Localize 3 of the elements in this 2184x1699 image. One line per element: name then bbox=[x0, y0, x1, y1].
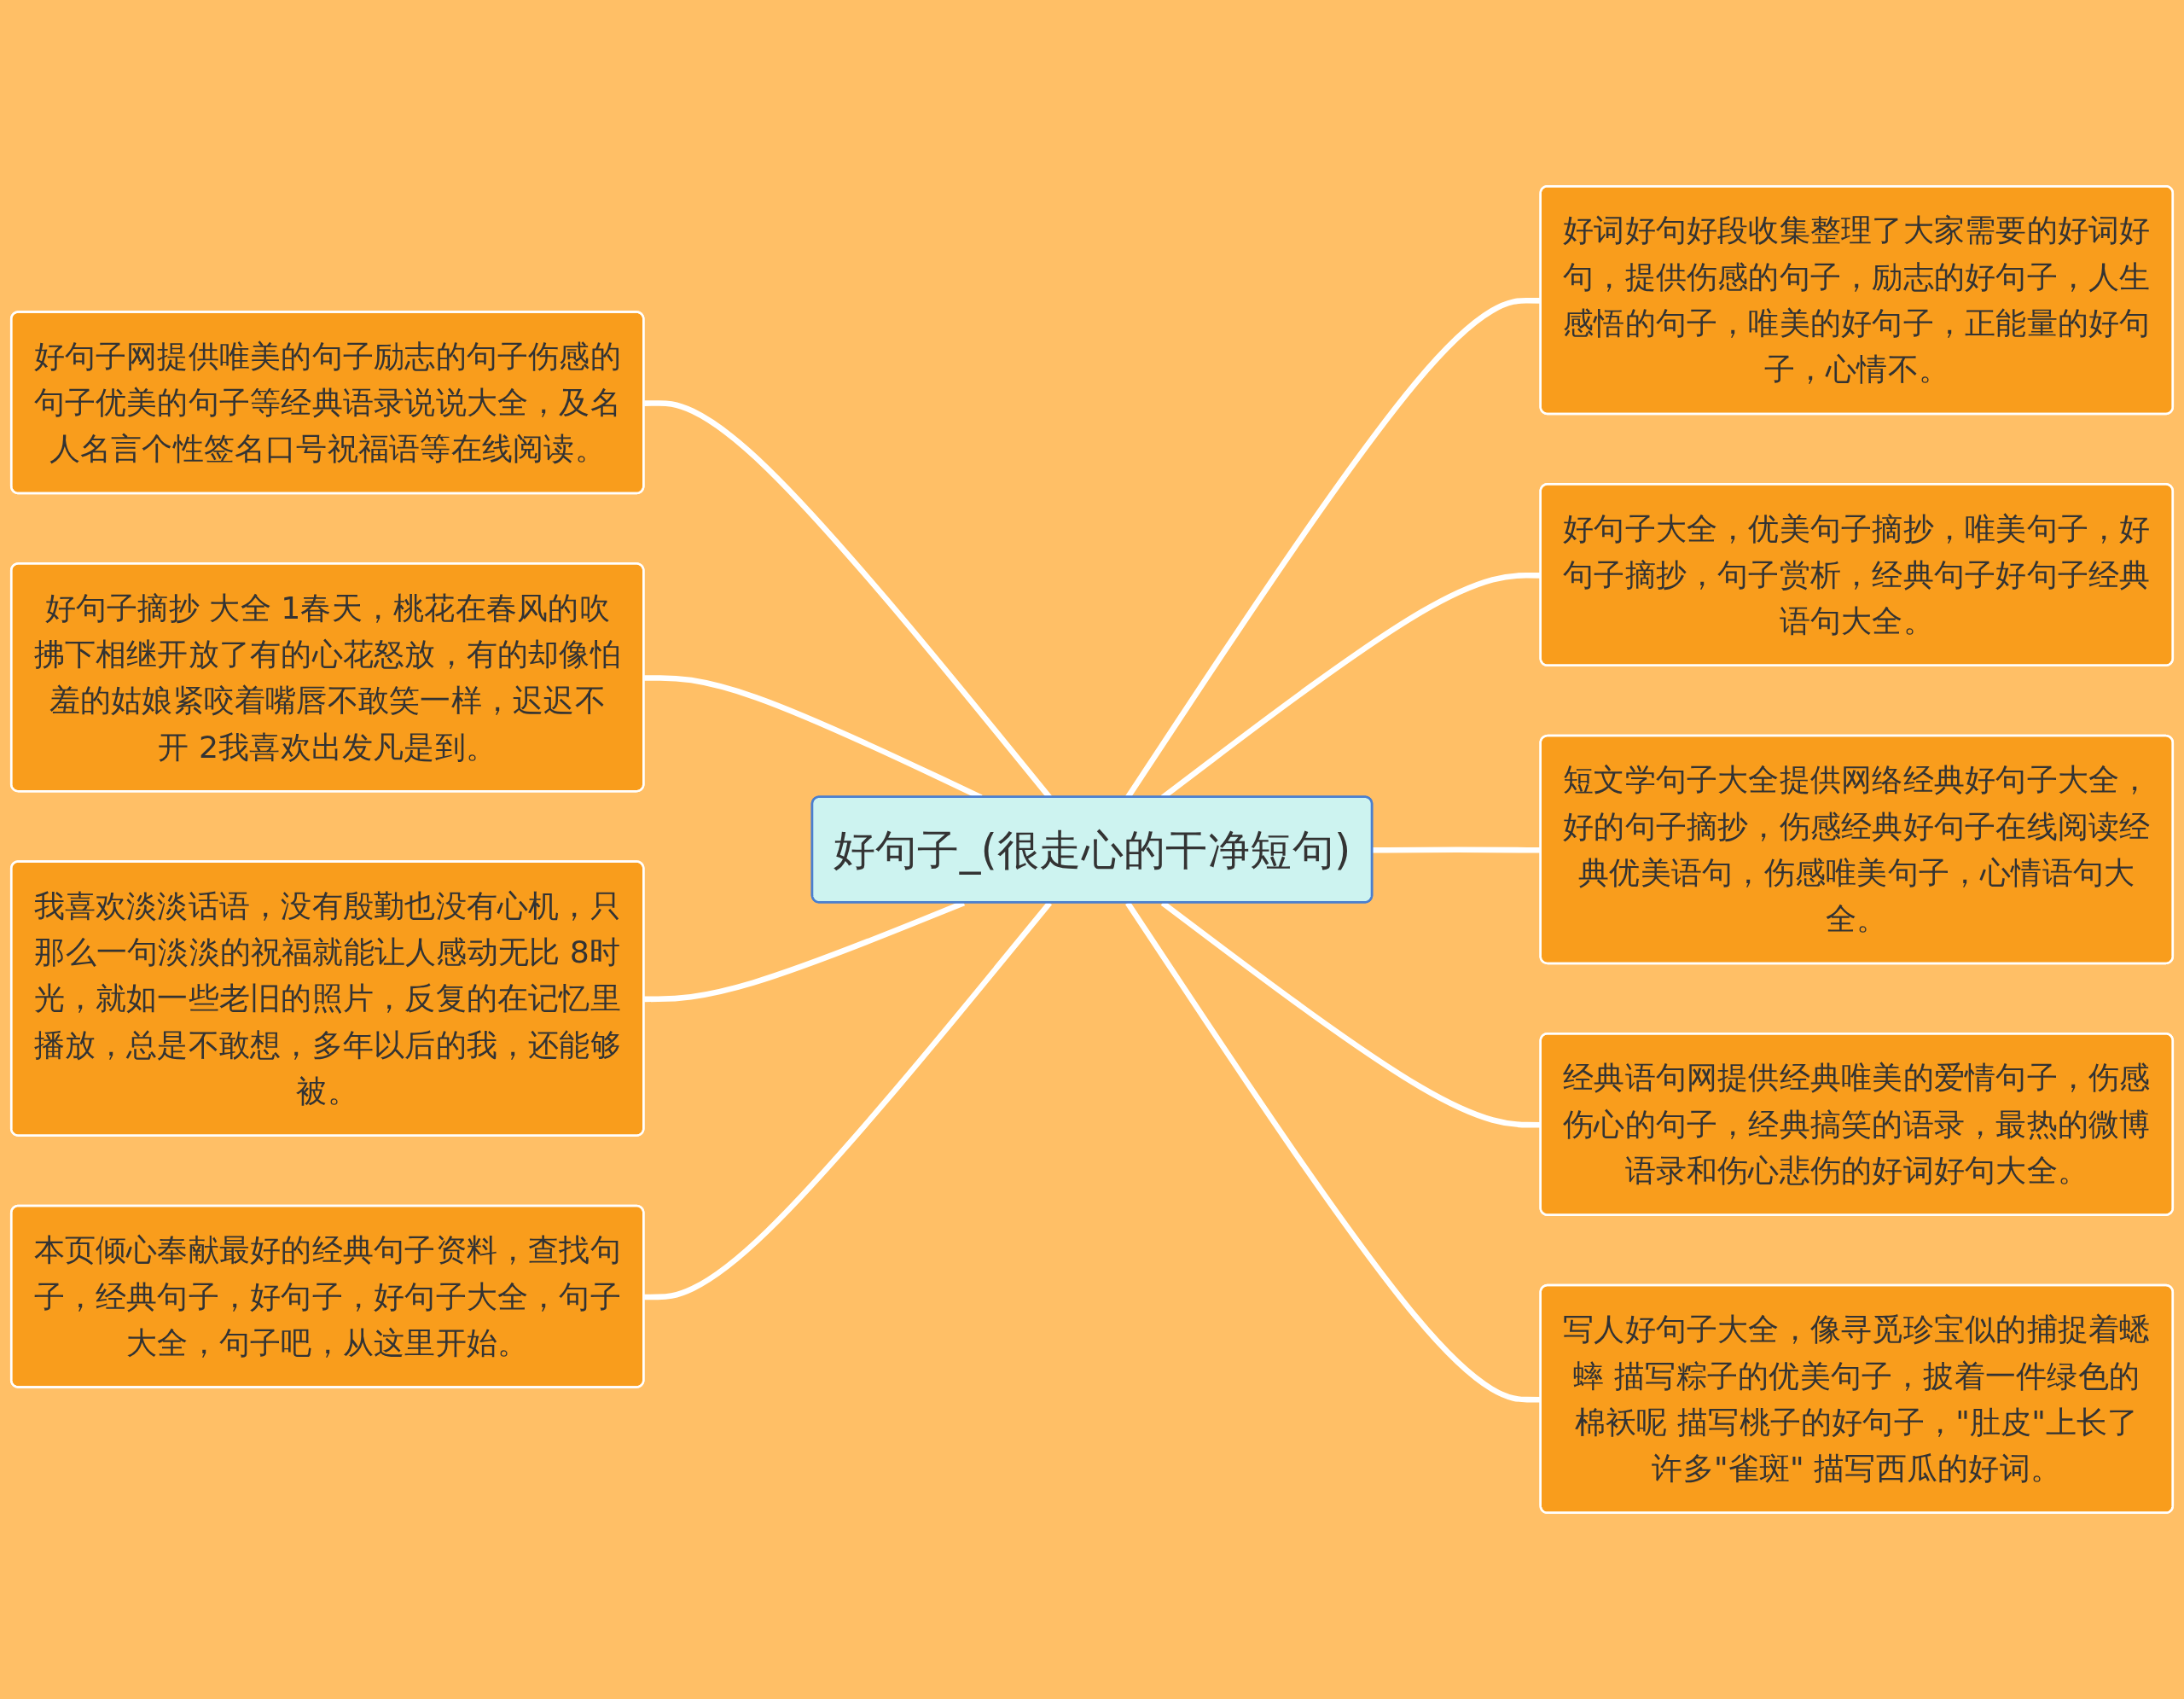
connector bbox=[644, 900, 966, 1003]
connector bbox=[644, 901, 1053, 1300]
connector bbox=[1372, 847, 1542, 853]
